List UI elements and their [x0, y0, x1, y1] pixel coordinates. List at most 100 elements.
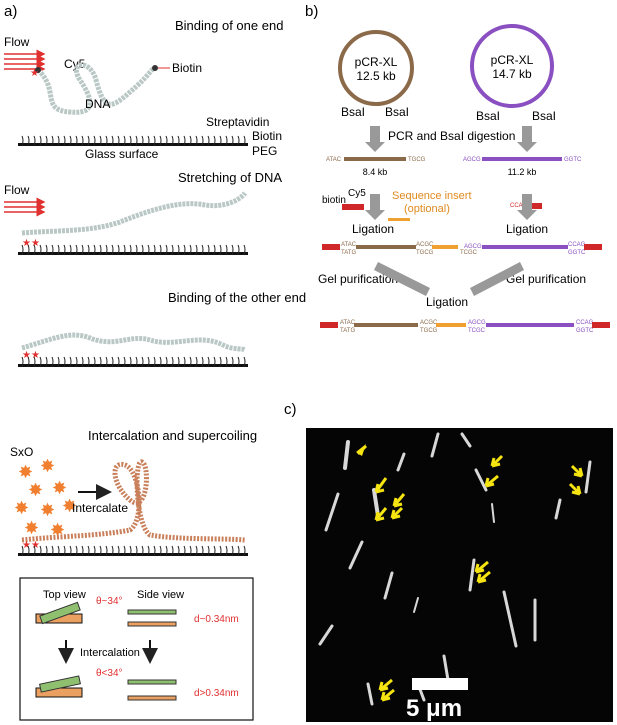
peg-strand [57, 135, 60, 147]
peg-strand [27, 244, 30, 256]
peg-strand [63, 135, 66, 147]
peg-strand [33, 135, 36, 147]
peg-strand [231, 244, 234, 256]
peg-strand [39, 545, 42, 557]
peg-strand [243, 135, 246, 147]
peg-strand [237, 545, 240, 557]
arrow-lig-right [517, 210, 537, 220]
plasmid2-name: pCR-XL [491, 53, 534, 67]
peg-strand [171, 244, 174, 256]
peg-strand [81, 545, 84, 557]
peg-strand [81, 244, 84, 256]
peg-strand [141, 244, 144, 256]
peg-strand [105, 244, 108, 256]
inset-intercalation: Intercalation [80, 647, 140, 659]
peg-strand [159, 244, 162, 256]
peg-strand [237, 356, 240, 368]
sxo-molecules: ✸✸✸ ✸✸✸ ✸✸✸ [14, 456, 77, 540]
flow-arrows-1 [4, 49, 46, 74]
peg-strand [159, 356, 162, 368]
step3-group: Binding of the other end ★★ [18, 290, 306, 367]
glass-surface-4 [18, 553, 248, 556]
peg-strand [63, 244, 66, 256]
flow-label-1: Flow [4, 35, 30, 49]
peg-strand [75, 244, 78, 256]
lig1-a: ATAC [341, 242, 357, 248]
peg-strand [21, 135, 24, 147]
peg-strand [39, 244, 42, 256]
plasmid1-ring [338, 30, 414, 106]
peg-strand [189, 244, 192, 256]
svg-text:✸: ✸ [18, 462, 33, 482]
yellow-arrows [356, 444, 584, 702]
peg-strand [129, 244, 132, 256]
biotin-label: Biotin [172, 61, 202, 75]
peg-strand [99, 135, 102, 147]
arrow-pcr-left [365, 142, 385, 152]
step1-title: Binding of one end [175, 18, 283, 33]
peg-strand [51, 545, 54, 557]
peg-strand [231, 356, 234, 368]
peg-strand [201, 545, 204, 557]
frag2-bar [482, 157, 562, 161]
final-a: ATAC [340, 320, 356, 326]
pcr-step-label: PCR and BsaI digestion [388, 129, 515, 143]
peg-strand [201, 135, 204, 147]
peg-strand [33, 356, 36, 368]
peg-strand [27, 135, 30, 147]
frag2-right-seq: GGTC [564, 157, 582, 163]
peg-strand [153, 244, 156, 256]
final-h: GGTC [576, 328, 594, 334]
panel-a-label: a) [4, 3, 17, 20]
peg-strand [87, 545, 90, 557]
peg-strand [105, 135, 108, 147]
frag1-left-seq: ATAC [326, 157, 342, 163]
gel-left: Gel purification [318, 272, 398, 286]
lig1-b: TATG [341, 250, 356, 256]
ligation-final: Ligation [426, 295, 468, 309]
peg-strand [135, 356, 138, 368]
final-d: TGCG [420, 328, 438, 334]
final-g: CCAG [576, 320, 594, 326]
peg-strand [69, 545, 72, 557]
intercalate-label: Intercalate [72, 501, 128, 515]
peg-strand [201, 356, 204, 368]
peg-strand [129, 545, 132, 557]
peg-strand [117, 356, 120, 368]
peg-strand [147, 244, 150, 256]
arrow-pcr-right [517, 142, 537, 152]
final-construct: ATAC TATG ACGC TGCG AGCG TCGC CCAG GGTC [320, 320, 610, 334]
peg-strand [57, 244, 60, 256]
peg-strand [105, 545, 108, 557]
biotin-end-2 [152, 65, 158, 71]
panel-c-label: c) [284, 401, 297, 418]
peg-strand [189, 356, 192, 368]
peg-strand [231, 545, 234, 557]
peg-strand [27, 545, 30, 557]
peg-strand [45, 545, 48, 557]
peg-strand [99, 545, 102, 557]
lig1-c: ACGC [416, 242, 434, 248]
peg-strand [171, 545, 174, 557]
streptavidin-label: Streptavidin [206, 115, 269, 129]
peg-strand [99, 244, 102, 256]
frag2-size: 11.2 kb [508, 167, 537, 177]
right-handle [524, 203, 542, 209]
svg-text:✸: ✸ [40, 500, 55, 520]
peg-strand [147, 356, 150, 368]
peg-strand [75, 545, 78, 557]
step4-title: Intercalation and supercoiling [88, 428, 257, 443]
peg-strand [81, 135, 84, 147]
peg-strand [33, 244, 36, 256]
arrow-lig-left [365, 210, 385, 220]
peg-strand [141, 545, 144, 557]
peg-strand [69, 356, 72, 368]
peg-strand [105, 356, 108, 368]
plasmid2-site-right: BsaI [532, 109, 556, 123]
micrograph [306, 428, 613, 722]
star-4: ★★ [22, 540, 40, 551]
peg-strand [33, 545, 36, 557]
peg-strand [147, 135, 150, 147]
svg-text:✸: ✸ [40, 456, 55, 476]
peg-strand [123, 356, 126, 368]
